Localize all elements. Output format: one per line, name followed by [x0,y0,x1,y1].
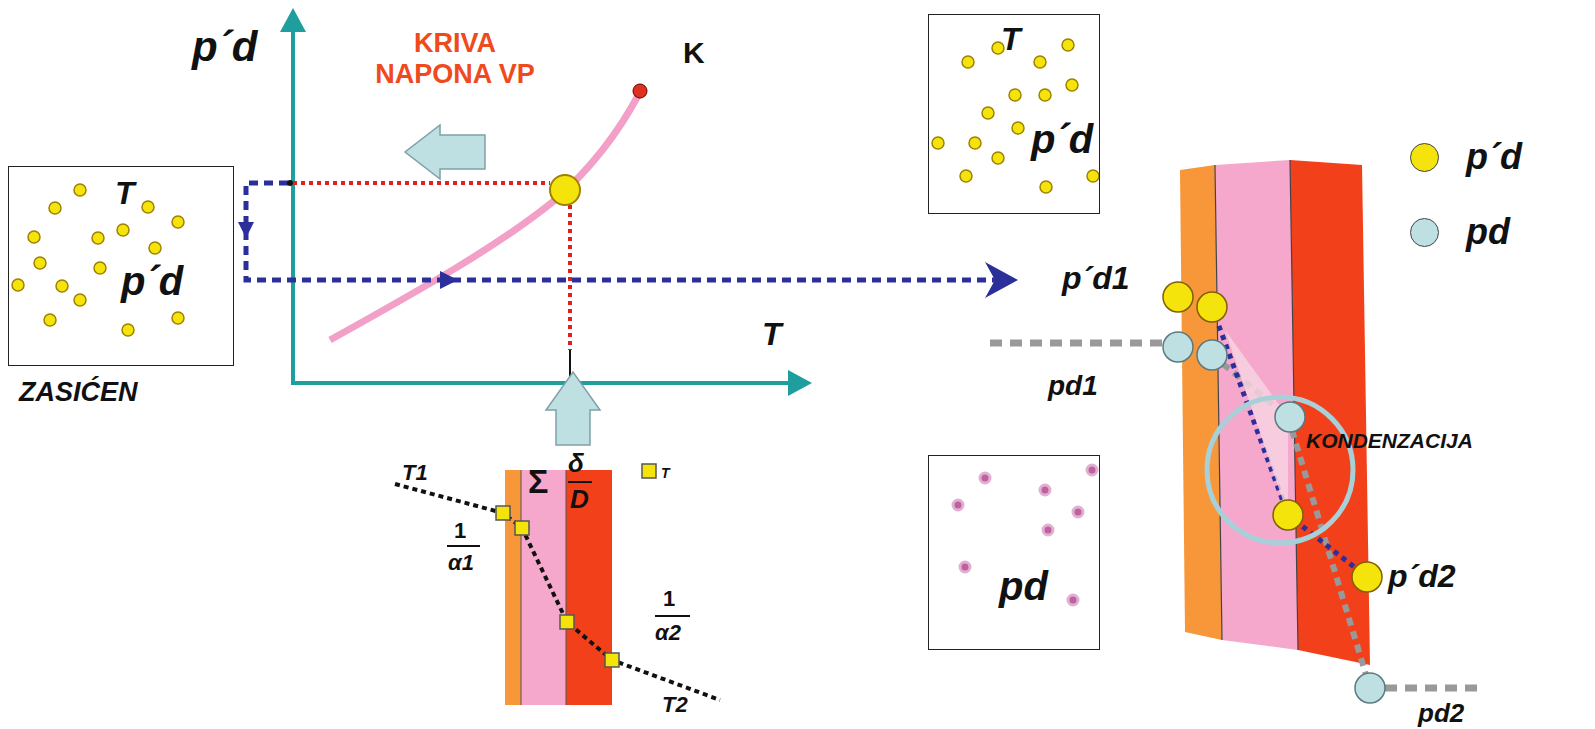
arrow-head [238,222,254,238]
pressure-label: p´d1 [1062,262,1130,294]
molecule-box: Tp´d [928,14,1100,214]
node-label: T [115,177,135,209]
guide-line [568,205,572,350]
axis-arrow [280,8,306,32]
pd-line [1385,685,1480,692]
legend-text: pd [1466,214,1510,250]
critical-point [633,84,647,98]
fraction-part: D [570,486,589,512]
fraction-bar [655,615,690,617]
fraction-part: α1 [448,552,474,574]
temperature-point [496,464,656,667]
wall-layer [566,470,612,705]
node-label: T [1001,23,1021,55]
highlight-circle [1207,397,1353,543]
fraction-part: 1 [663,588,675,610]
state-point [550,175,580,205]
arrow-head [985,262,1018,298]
point-label: K [683,38,705,68]
y-axis [291,30,295,385]
pressure-label: pd2 [1418,700,1464,726]
sum-sign: Σ [528,464,548,498]
transfer-line [246,183,1000,280]
molecules [953,465,1097,605]
node-label: p´d [121,261,183,301]
wall-layer [521,470,566,705]
arrow-head [440,271,458,289]
x-axis [291,381,790,385]
molecule-box: pd [928,455,1100,650]
fraction-bar [447,545,480,547]
pd-profile [1212,355,1370,688]
guide-line [293,181,550,185]
legend-text: p´d [1466,139,1522,175]
block-arrow [405,125,485,179]
temperature-profile [395,484,720,700]
legend-swatch [1410,143,1439,172]
legend-swatch [1410,218,1439,247]
axis-dot [287,180,293,186]
curve-title: KRIVA NAPONA VP [370,28,540,90]
node-heading: ZASIĆEN [19,379,138,406]
molecule-box: Tp´dZASIĆEN [8,166,234,366]
pressure-label: pd1 [1048,372,1098,400]
pressure-label: p´d2 [1388,560,1456,592]
axis-arrow [788,370,812,396]
temperature-label: T1 [402,462,428,484]
molecules [12,184,184,336]
pd-line [990,340,1165,347]
axis-label: T [762,318,782,350]
pd-point [1163,332,1385,703]
temperature-label: T2 [662,694,688,716]
fraction-part: δ [568,450,584,476]
fraction-part: 1 [454,520,466,542]
fraction-bar [568,481,592,483]
block-arrow [546,372,600,445]
molecules [932,39,1099,193]
fraction-part: α2 [655,622,681,644]
vapour-pressure-curve [330,92,640,340]
node-label: pd [999,566,1048,606]
zone-label: KONDENZACIJA [1306,430,1473,451]
node-label: p´d [1031,119,1093,159]
legend-mark-label: T [661,466,670,480]
axis-label: p´d [192,26,257,68]
